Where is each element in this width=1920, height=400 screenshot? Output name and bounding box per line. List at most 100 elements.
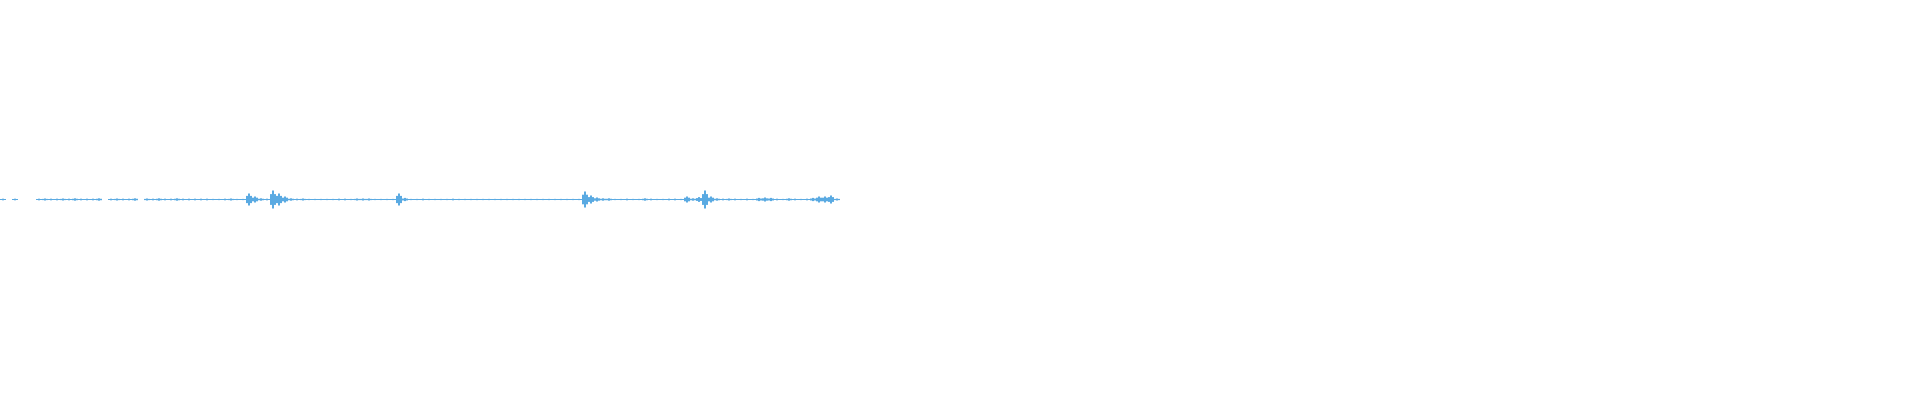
waveform-peak <box>768 198 770 201</box>
waveform-peak <box>64 198 66 201</box>
waveform-peak <box>684 197 686 202</box>
waveform-peak <box>80 198 82 201</box>
waveform-peak <box>214 199 216 200</box>
waveform-peak <box>4 199 6 200</box>
waveform-peak <box>128 198 130 201</box>
waveform-peak <box>94 199 96 200</box>
waveform-peak <box>818 196 820 203</box>
waveform-peak <box>204 199 206 200</box>
waveform-peak <box>780 199 782 200</box>
waveform-peak <box>612 199 614 200</box>
waveform-peak <box>308 198 310 201</box>
waveform-peak <box>282 197 284 202</box>
waveform-peak <box>388 199 390 200</box>
waveform-peak <box>524 198 526 201</box>
waveform-peak <box>46 198 48 201</box>
waveform-peak <box>298 199 300 200</box>
waveform-peak <box>696 198 698 201</box>
waveform-peak <box>266 198 268 201</box>
waveform-peak <box>468 199 470 200</box>
waveform-peak <box>554 198 556 201</box>
waveform-peak <box>742 199 744 200</box>
waveform-peak <box>752 198 754 201</box>
waveform-peak <box>734 198 736 201</box>
waveform-peak <box>396 195 398 204</box>
waveform-peak <box>244 199 246 200</box>
waveform-peak <box>100 198 102 201</box>
waveform-peak <box>180 199 182 200</box>
waveform-peak <box>786 198 788 201</box>
waveform-peak <box>656 198 658 201</box>
waveform-peak <box>444 199 446 200</box>
waveform-peak <box>248 193 250 206</box>
waveform-peak <box>372 199 374 200</box>
waveform-peak <box>44 198 46 201</box>
waveform-peak <box>216 199 218 200</box>
waveform-peak <box>200 198 202 201</box>
waveform-peak <box>456 199 458 200</box>
waveform-peak <box>188 198 190 201</box>
waveform-peak <box>766 198 768 201</box>
waveform-peak <box>732 199 734 200</box>
waveform-peak <box>640 199 642 200</box>
waveform-peak <box>830 195 832 204</box>
waveform-peak <box>474 199 476 200</box>
waveform-peak <box>628 199 630 200</box>
waveform-peak <box>426 199 428 200</box>
waveform-peak <box>776 198 778 201</box>
waveform-peak <box>718 198 720 201</box>
waveform-peak <box>358 198 360 201</box>
waveform-peak <box>798 199 800 200</box>
waveform-peak <box>160 198 162 201</box>
waveform-peak <box>510 199 512 200</box>
waveform-peak <box>290 198 292 201</box>
waveform-peak <box>92 198 94 201</box>
waveform-peak <box>224 198 226 201</box>
waveform-peak <box>436 199 438 200</box>
waveform-peak <box>760 198 762 201</box>
waveform-peak <box>254 196 256 203</box>
waveform-peak <box>608 198 610 201</box>
waveform-peak <box>602 198 604 201</box>
waveform-peak <box>664 199 666 200</box>
waveform-peak <box>362 198 364 201</box>
waveform-peak <box>304 198 306 201</box>
waveform-peak <box>270 194 272 205</box>
waveform-peak <box>172 199 174 200</box>
waveform-peak <box>324 199 326 200</box>
waveform-peak <box>712 197 714 202</box>
waveform-peak <box>674 198 676 201</box>
waveform-peak <box>118 198 120 201</box>
waveform-peak <box>496 199 498 200</box>
waveform-peak <box>500 198 502 201</box>
waveform-peak <box>384 199 386 200</box>
waveform-peak <box>242 198 244 201</box>
waveform-peak <box>634 199 636 200</box>
waveform-peak <box>178 198 180 201</box>
waveform-peak <box>488 198 490 201</box>
waveform-peak <box>182 198 184 201</box>
waveform-peak <box>48 199 50 200</box>
waveform-peak <box>770 197 772 202</box>
waveform-peak <box>136 198 138 201</box>
waveform-peak <box>530 198 532 201</box>
waveform-peak <box>446 198 448 201</box>
waveform-peak <box>660 199 662 200</box>
waveform-peak <box>108 199 110 200</box>
waveform-peak <box>458 198 460 201</box>
waveform-peak <box>222 199 224 200</box>
waveform-peak <box>54 199 56 200</box>
waveform-peak <box>366 198 368 201</box>
waveform-peak <box>448 199 450 200</box>
waveform-peak <box>52 199 54 200</box>
waveform-peak <box>78 199 80 200</box>
waveform-peak <box>374 198 376 201</box>
waveform-peak <box>322 199 324 200</box>
waveform-peak <box>262 198 264 201</box>
waveform-peak <box>410 198 412 201</box>
waveform-peak <box>338 198 340 201</box>
waveform-peak <box>792 199 794 200</box>
waveform-peak <box>184 199 186 200</box>
